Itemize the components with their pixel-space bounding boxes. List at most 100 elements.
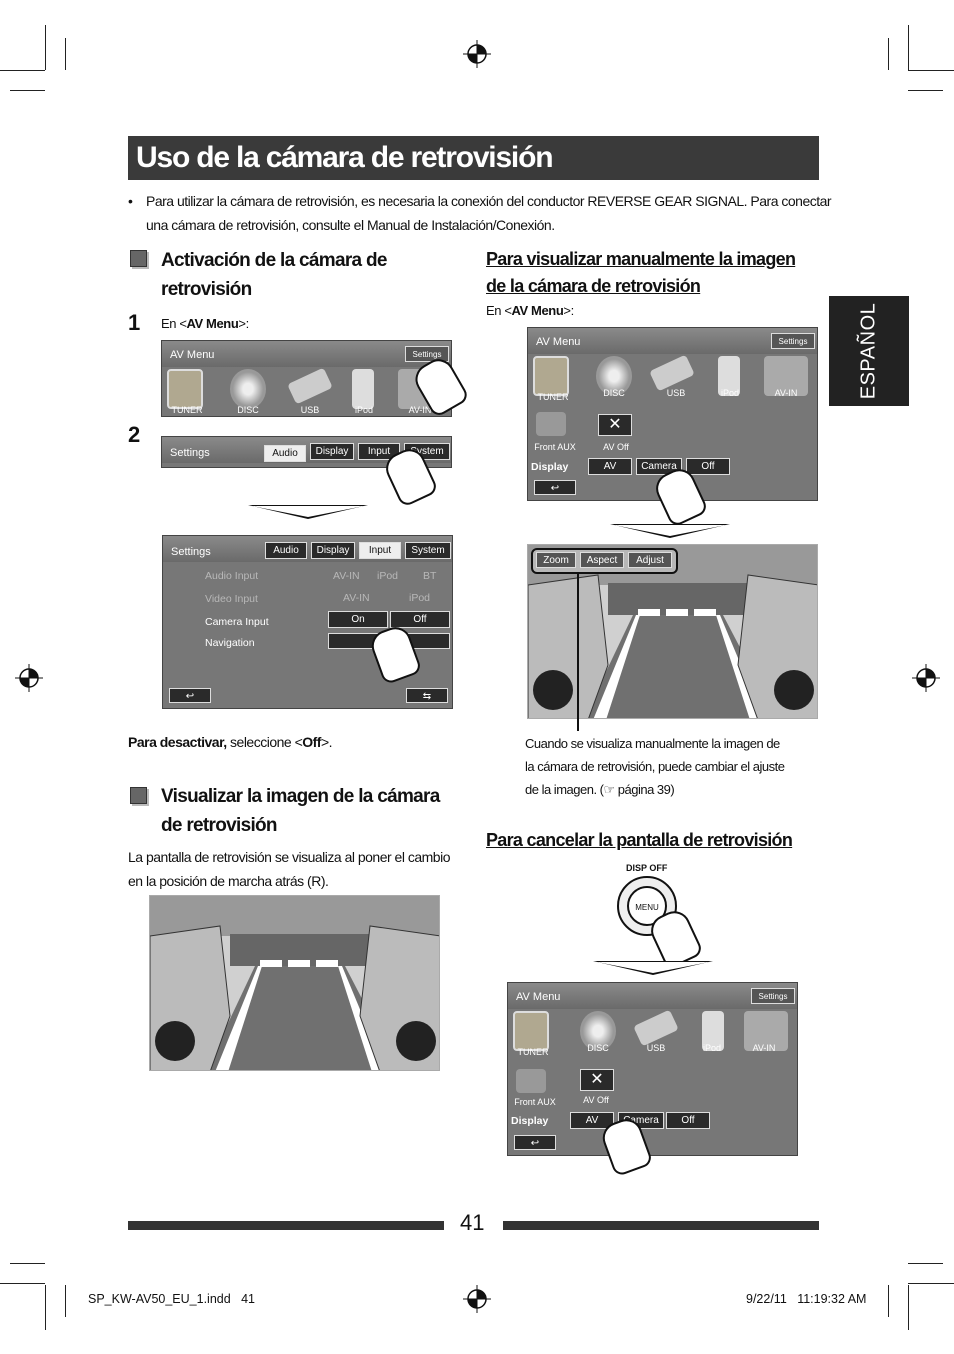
settings-screen-top: Settings Audio Display Input System	[161, 436, 452, 468]
disc-icon[interactable]	[580, 1011, 616, 1051]
tuner-label: TUNER	[537, 392, 569, 402]
right-heading-line2: de la cámara de retrovisión	[486, 276, 701, 296]
tab-input[interactable]: Input	[358, 443, 400, 460]
front-aux-label: Front AUX	[534, 442, 576, 452]
cancel-heading: Para cancelar la pantalla de retrovisión	[486, 830, 793, 850]
bullet: •	[128, 193, 133, 209]
note-line2: la cámara de retrovisión, puede cambiar …	[525, 759, 785, 774]
front-aux-label: Front AUX	[514, 1097, 556, 1107]
tab-system[interactable]: System	[405, 542, 451, 559]
section2-text-line2: en la posición de marcha atrás (R).	[128, 873, 329, 889]
ipod-label: iPod	[702, 1043, 721, 1053]
registration-mark-icon	[463, 40, 491, 68]
usb-label: USB	[300, 405, 320, 415]
av-in-label: AV-IN	[408, 405, 432, 415]
back-button[interactable]: ↩	[514, 1135, 556, 1150]
section-square-icon	[130, 250, 147, 267]
usb-label: USB	[646, 1043, 666, 1053]
camera-input-label: Camera Input	[205, 616, 269, 628]
front-aux-icon[interactable]	[536, 412, 566, 436]
ipod-icon[interactable]	[352, 369, 374, 409]
ipod-label: iPod	[720, 388, 739, 398]
disc-label: DISC	[603, 388, 625, 398]
navigation-label: Navigation	[205, 637, 255, 649]
av-off-label: AV Off	[603, 442, 629, 452]
settings-input-screen: Settings Audio Display Input System Audi…	[162, 535, 453, 709]
note-line1: Cuando se visualiza manualmente la image…	[525, 736, 780, 751]
usb-icon[interactable]	[649, 354, 695, 392]
section1-heading-line1: Activación de la cámara de	[161, 250, 387, 271]
tab-audio[interactable]: Audio	[264, 445, 306, 462]
page-title: Uso de la cámara de retrovisión	[128, 136, 819, 180]
section-square-icon	[130, 787, 147, 804]
registration-mark-icon	[463, 1285, 491, 1313]
aspect-button[interactable]: Aspect	[580, 552, 624, 568]
tuner-icon[interactable]	[513, 1011, 549, 1051]
section1-heading-line2: retrovisión	[161, 279, 252, 300]
zoom-button[interactable]: Zoom	[536, 552, 576, 568]
disc-icon[interactable]	[230, 369, 266, 409]
callout-line	[577, 573, 579, 731]
opt: BT	[423, 570, 437, 582]
tuner-icon[interactable]	[533, 356, 569, 396]
front-aux-icon[interactable]	[516, 1069, 546, 1093]
av-in-icon[interactable]	[764, 356, 808, 396]
disc-icon[interactable]	[596, 356, 632, 396]
tab-display[interactable]: Display	[310, 443, 354, 460]
opt: iPod	[409, 592, 431, 604]
tuner-label: TUNER	[171, 405, 203, 415]
registration-mark-icon	[15, 664, 43, 692]
adjust-button[interactable]: Adjust	[628, 552, 672, 568]
step-2-number: 2	[128, 422, 141, 447]
tab-audio[interactable]: Audio	[265, 542, 307, 559]
display-off-button[interactable]: Off	[666, 1112, 710, 1129]
settings-button[interactable]: Settings	[771, 333, 815, 349]
av-off-button[interactable]: ✕	[598, 414, 632, 436]
display-off-button[interactable]: Off	[686, 458, 730, 475]
page-number: 41	[460, 1210, 485, 1235]
usb-icon[interactable]	[633, 1009, 679, 1047]
av-menu-title: AV Menu	[162, 341, 451, 367]
tuner-icon[interactable]	[167, 369, 203, 409]
display-av-button[interactable]: AV	[570, 1112, 614, 1129]
tab-display[interactable]: Display	[311, 542, 355, 559]
footer-bar-left	[128, 1221, 444, 1230]
tuner-label: TUNER	[517, 1047, 549, 1057]
camera-on-button[interactable]: On	[328, 611, 388, 628]
settings-title: Settings	[163, 536, 452, 562]
language-tab-label: ESPAÑOL	[857, 302, 880, 400]
back-button[interactable]: ↩	[534, 480, 576, 495]
av-in-icon[interactable]	[744, 1011, 788, 1051]
tab-input[interactable]: Input	[359, 542, 401, 559]
disc-label: DISC	[237, 405, 259, 415]
down-arrow-icon	[248, 505, 368, 519]
opt: AV-IN	[343, 592, 370, 604]
settings-button[interactable]: Settings	[751, 988, 795, 1004]
step-1-text: En <AV Menu>:	[161, 316, 249, 331]
display-label: Display	[531, 461, 569, 473]
next-page-button[interactable]: ⇆	[406, 688, 448, 703]
registration-mark-icon	[912, 664, 940, 692]
display-av-button[interactable]: AV	[588, 458, 632, 475]
section2-heading-line2: de retrovisión	[161, 815, 278, 836]
ipod-icon[interactable]	[702, 1011, 724, 1051]
ipod-icon[interactable]	[718, 356, 740, 396]
deactivate-text: Para desactivar, seleccione <Off>.	[128, 734, 333, 750]
camera-off-button[interactable]: Off	[390, 611, 450, 628]
right-heading-line1: Para visualizar manualmente la imagen	[486, 249, 796, 269]
right-sub-text: En <AV Menu>:	[486, 303, 574, 318]
disp-off-label: DISP OFF	[626, 863, 668, 873]
section2-heading-line1: Visualizar la imagen de la cámara	[161, 786, 440, 807]
footer-bar-right	[503, 1221, 819, 1230]
av-off-button[interactable]: ✕	[580, 1069, 614, 1091]
opt: iPod	[377, 570, 399, 582]
back-button[interactable]: ↩	[169, 688, 211, 703]
av-in-label: AV-IN	[774, 388, 798, 398]
video-input-label: Video Input	[205, 593, 258, 605]
audio-input-label: Audio Input	[205, 570, 259, 582]
opt: AV-IN	[333, 570, 360, 582]
av-menu-title: AV Menu	[508, 983, 797, 1009]
usb-icon[interactable]	[287, 367, 333, 405]
intro-line-2: una cámara de retrovisión, consulte el M…	[146, 217, 555, 233]
step-1-number: 1	[128, 310, 141, 335]
